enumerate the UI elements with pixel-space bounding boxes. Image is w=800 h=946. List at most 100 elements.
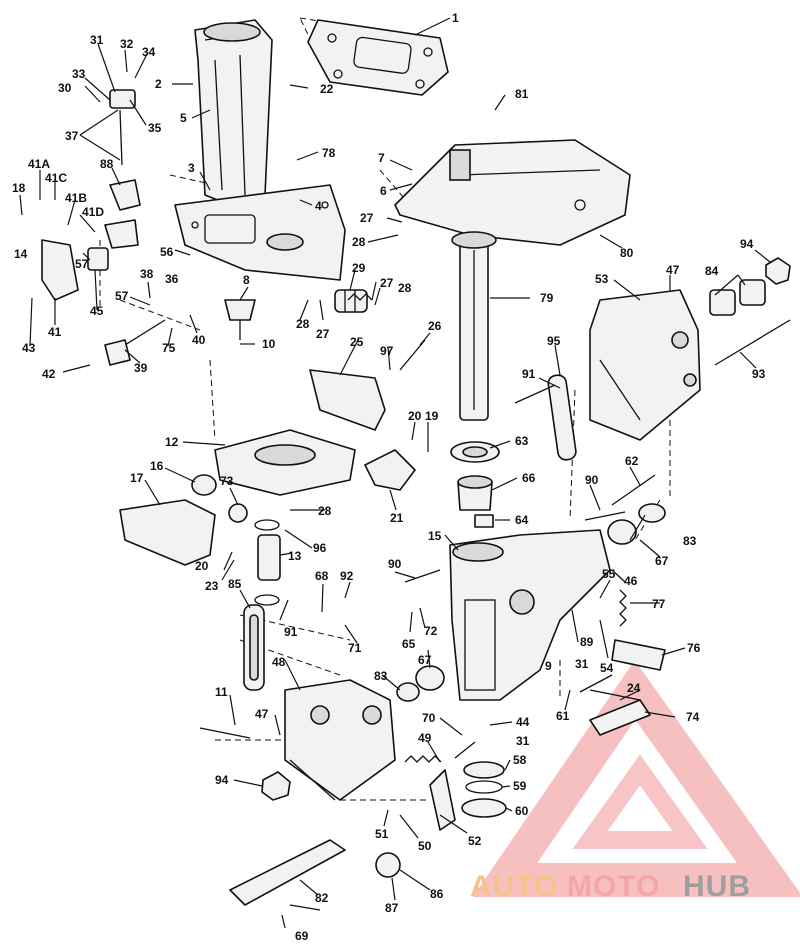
callout-91b: 91 — [284, 625, 298, 639]
callout-79: 79 — [540, 291, 554, 305]
callout-60: 60 — [515, 804, 529, 818]
callout-41a: 41A — [28, 157, 50, 171]
callout-94a: 94 — [740, 237, 754, 251]
callout-94b: 94 — [215, 773, 229, 787]
callout-27c: 27 — [316, 327, 330, 341]
part-3-exhaust-plate — [174, 184, 346, 281]
callout-labels: 1 2 22 5 3 4 78 7 6 81 27 28 80 94 79 47… — [12, 11, 766, 943]
part-21-water-pump — [364, 449, 416, 491]
callout-17: 17 — [130, 471, 144, 485]
part-76-74-links — [589, 639, 666, 736]
callout-11: 11 — [215, 685, 228, 699]
watermark-word-hub: HUB — [683, 870, 751, 903]
callout-3: 3 — [188, 161, 195, 175]
callout-29: 29 — [352, 261, 366, 275]
part-12-anti-cavitation-plate — [214, 429, 356, 496]
callout-87: 87 — [385, 901, 399, 915]
callout-68: 68 — [315, 569, 329, 583]
callout-24: 24 — [627, 681, 641, 695]
callout-32: 32 — [120, 37, 134, 51]
callout-75: 75 — [162, 341, 176, 355]
callout-49: 49 — [418, 731, 432, 745]
callout-31a: 31 — [90, 33, 104, 47]
callout-36: 36 — [165, 272, 179, 286]
callout-1: 1 — [452, 11, 459, 25]
callout-77: 77 — [652, 597, 666, 611]
callout-38: 38 — [140, 267, 154, 281]
callout-89: 89 — [580, 635, 594, 649]
callout-2: 2 — [155, 77, 162, 91]
part-25-cover-plate — [309, 369, 386, 431]
callout-62: 62 — [625, 454, 639, 468]
callout-4: 4 — [315, 199, 322, 213]
callout-41b: 41B — [65, 191, 87, 205]
callout-69: 69 — [295, 929, 309, 943]
leader-lines — [19, 17, 771, 929]
callout-82: 82 — [315, 891, 329, 905]
callout-45: 45 — [90, 304, 104, 318]
part-63-bushing-ring — [450, 441, 500, 463]
callout-84: 84 — [705, 264, 719, 278]
callout-7: 7 — [378, 151, 385, 165]
watermark-logo — [472, 660, 800, 897]
part-79-steering-tube — [451, 231, 497, 421]
callout-47b: 47 — [255, 707, 269, 721]
callout-30: 30 — [58, 81, 72, 95]
callout-70: 70 — [422, 711, 436, 725]
callout-37: 37 — [65, 129, 79, 143]
callout-31b: 31 — [575, 657, 589, 671]
callout-73: 73 — [220, 474, 234, 488]
callout-46: 46 — [624, 574, 638, 588]
parts-springs — [347, 293, 627, 763]
callout-96: 96 — [313, 541, 327, 555]
callout-20b: 20 — [195, 559, 209, 573]
callout-26: 26 — [428, 319, 442, 333]
part-1-gasket — [307, 19, 449, 96]
callout-48: 48 — [272, 655, 286, 669]
callout-88: 88 — [100, 157, 114, 171]
part-80-swivel-bracket-top — [394, 139, 631, 246]
callout-56: 56 — [160, 245, 174, 259]
callout-57a: 57 — [75, 257, 89, 271]
callout-27b: 27 — [380, 276, 394, 290]
callout-47a: 47 — [666, 263, 680, 277]
callout-34: 34 — [142, 45, 156, 59]
callout-41d: 41D — [82, 205, 104, 219]
callout-52: 52 — [468, 834, 482, 848]
part-94-nut-right — [765, 257, 791, 285]
callout-97: 97 — [380, 344, 394, 358]
callout-28c: 28 — [296, 317, 310, 331]
callout-9: 9 — [545, 659, 552, 673]
part-39-throttle-shaft — [104, 339, 131, 366]
part-94-nut-left — [261, 771, 291, 801]
callout-85: 85 — [228, 577, 242, 591]
part-41-handle-parts — [41, 89, 141, 301]
callout-42: 42 — [42, 367, 56, 381]
callout-43: 43 — [22, 341, 36, 355]
part-64-spacer — [474, 514, 494, 528]
callout-28a: 28 — [352, 235, 366, 249]
callout-54: 54 — [600, 661, 614, 675]
callout-65: 65 — [402, 637, 416, 651]
callout-21: 21 — [390, 511, 404, 525]
callout-16: 16 — [150, 459, 164, 473]
callout-28b: 28 — [398, 281, 412, 295]
callout-41c: 41C — [45, 171, 67, 185]
part-17-side-cover — [119, 499, 216, 566]
part-29-shock-mount — [334, 289, 368, 313]
callout-72: 72 — [424, 624, 438, 638]
callout-64: 64 — [515, 513, 529, 527]
part-52-lever — [429, 769, 456, 831]
callout-33: 33 — [72, 67, 86, 81]
part-13-tube — [257, 534, 281, 581]
callout-14: 14 — [14, 247, 28, 261]
callout-27a: 27 — [360, 211, 374, 225]
callout-20a: 20 — [408, 409, 422, 423]
callout-53: 53 — [595, 272, 609, 286]
part-15-swivel-bracket — [449, 529, 611, 701]
callout-63: 63 — [515, 434, 529, 448]
callout-59: 59 — [513, 779, 527, 793]
parts-rods-and-bolts — [119, 109, 656, 911]
part-16-plug — [191, 474, 217, 496]
callout-44: 44 — [516, 715, 530, 729]
